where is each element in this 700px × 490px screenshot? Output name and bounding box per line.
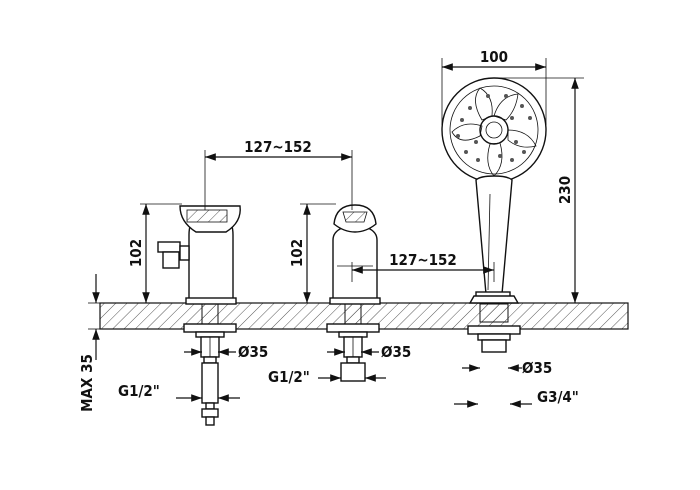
- dim-thread-right: G3/4": [537, 388, 579, 406]
- dim-shower-width: 100: [480, 48, 508, 66]
- dim-diameter-left: Ø35: [238, 343, 268, 361]
- dimension-lines: [88, 58, 584, 408]
- left-valve: [157, 205, 241, 426]
- middle-valve: [326, 204, 381, 382]
- dim-thread-mid: G1/2": [268, 368, 310, 386]
- dim-diameter-mid: Ø35: [381, 343, 411, 361]
- hand-shower: [441, 77, 547, 353]
- dim-height-mid: 102: [288, 239, 306, 267]
- dim-height-left: 102: [127, 239, 145, 267]
- dimension-labels: 127~152 127~152 100 102 102 230 MAX 35 Ø…: [78, 48, 579, 412]
- dim-diameter-right: Ø35: [522, 359, 552, 377]
- dim-thread-left: G1/2": [118, 382, 160, 400]
- dim-spacing-mid: 127~152: [389, 251, 457, 269]
- dim-max-thickness: MAX 35: [78, 354, 96, 412]
- dim-shower-height: 230: [556, 176, 574, 204]
- dim-spacing-top: 127~152: [244, 138, 312, 156]
